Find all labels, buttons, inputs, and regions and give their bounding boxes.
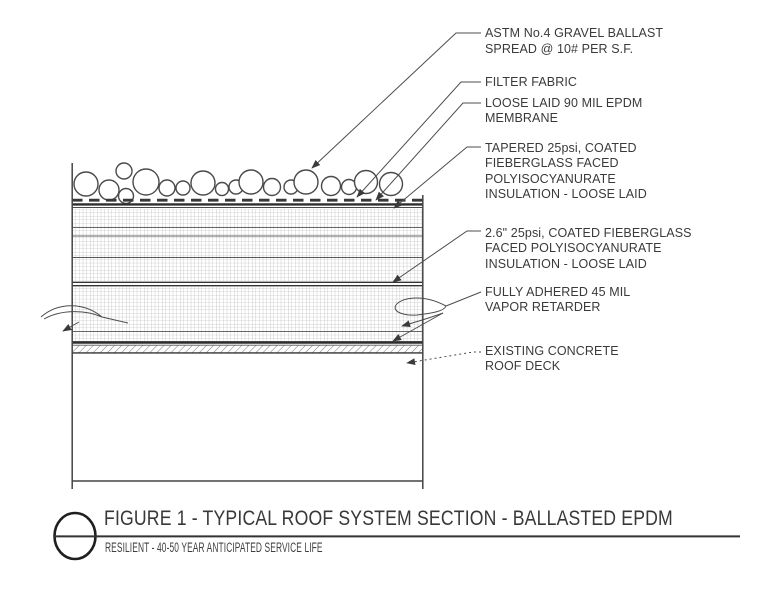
callout-line: INSULATION - LOOSE LAID xyxy=(485,187,647,201)
callout-line: FIEBERGLASS FACED xyxy=(485,156,619,170)
callout-line: LOOSE LAID 90 MIL EPDM xyxy=(485,95,643,110)
epdm-membrane-lines xyxy=(72,203,423,209)
callout-line: 2.6" 25psi, COATED FIEBERGLASS xyxy=(485,225,692,240)
vapor-retarder-swoosh-arrows xyxy=(40,297,447,342)
gravel-ballast-layer xyxy=(73,162,404,205)
figure-subtitle: RESILIENT - 40-50 YEAR ANTICIPATED SERVI… xyxy=(105,540,323,555)
callout-line: FACED POLYISOCYANURATE xyxy=(485,241,662,255)
insulation-boundary-lines xyxy=(72,281,423,287)
callout-epdm-membrane: LOOSE LAID 90 MIL EPDM MEMBRANE xyxy=(485,96,642,127)
vapor-retarder-layer xyxy=(72,344,423,354)
callout-line: SPREAD @ 10# PER S.F. xyxy=(485,41,634,56)
callout-leader-lines xyxy=(311,32,482,366)
callout-flat-insulation: 2.6" 25psi, COATED FIEBERGLASS FACED POL… xyxy=(485,226,692,273)
flat-insulation-layer xyxy=(72,287,423,344)
callout-roof-deck: EXISTING CONCRETE ROOF DECK xyxy=(485,344,619,375)
callout-line: ASTM No.4 GRAVEL BALLAST xyxy=(485,26,664,40)
callout-line: TAPERED 25psi, COATED xyxy=(485,140,637,155)
callout-filter-fabric: FILTER FABRIC xyxy=(485,75,577,91)
callout-gravel-ballast: ASTM No.4 GRAVEL BALLAST SPREAD @ 10# PE… xyxy=(485,26,663,57)
callout-line: FILTER FABRIC xyxy=(485,74,578,89)
callout-line: FULLY ADHERED 45 MIL xyxy=(485,284,631,299)
callout-line: ROOF DECK xyxy=(485,359,561,373)
callout-line: POLYISOCYANURATE xyxy=(485,171,616,186)
callout-tapered-insulation: TAPERED 25psi, COATED FIEBERGLASS FACED … xyxy=(485,141,647,203)
tapered-insulation-layer xyxy=(72,209,423,281)
title-block-symbol xyxy=(53,511,740,561)
callout-line: MEMBRANE xyxy=(485,111,559,125)
callout-line: EXISTING CONCRETE xyxy=(485,343,619,358)
callout-line: VAPOR RETARDER xyxy=(485,300,601,314)
callout-vapor-retarder: FULLY ADHERED 45 MIL VAPOR RETARDER xyxy=(485,285,630,316)
callout-line: INSULATION - LOOSE LAID xyxy=(485,256,647,271)
figure-title: FIGURE 1 - TYPICAL ROOF SYSTEM SECTION -… xyxy=(104,507,673,530)
